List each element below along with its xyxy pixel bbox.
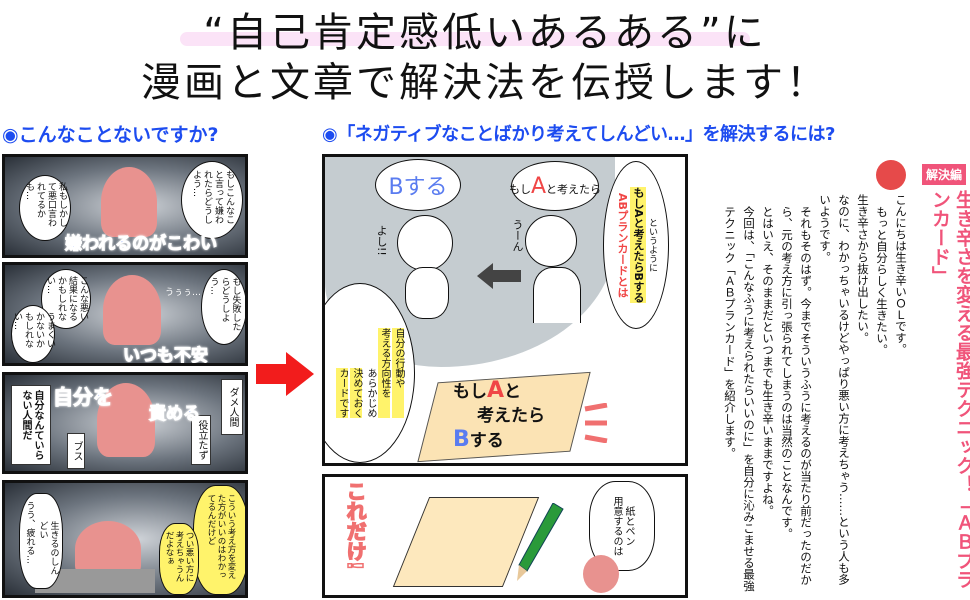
sfx-text: 自分を <box>53 385 114 410</box>
speech-bubble: こういう考え方を変えた方がいいのはわかってるんだけど <box>193 485 245 595</box>
label-box: ダメ人間 <box>221 379 243 435</box>
article-body: こんにちは生き辛いＯＬです。 もっと自分らしく生きたい。 生き辛さから抜け出した… <box>723 194 908 592</box>
speech-bubble: 私もしかして悪口言われてるかも… <box>19 175 71 241</box>
label-box: ブス <box>67 433 85 469</box>
page-title-line2: 漫画と文章で解決法を伝授します！ <box>141 60 829 106</box>
girl-figure <box>75 521 141 577</box>
girl-figure <box>101 167 157 237</box>
yoshi-text: よし!! <box>375 225 388 256</box>
girl-avatar <box>583 555 619 593</box>
main-manga-panel: Bする もしAと考えたら よし!! うーん ABプランカードとは もしAと考えた… <box>322 154 688 466</box>
red-arrow-icon <box>256 352 314 396</box>
label-box: 役立たず <box>191 415 211 465</box>
speech-bubble: もしこんなこと言って嫌われたらどうしよう… <box>181 161 243 239</box>
sfx-text: 嫌われるのがこわい <box>64 234 218 255</box>
solution-badge: 解決編 <box>922 164 967 185</box>
author-avatar <box>876 160 906 190</box>
speech-bubble: うまくいかないかもしれない… <box>11 305 55 363</box>
label-box: 自分なんていらない人間だ <box>11 385 51 465</box>
left-heading: ◉こんなことないですか? <box>2 124 219 146</box>
sfx-text: いつも不安 <box>123 346 209 366</box>
pencil-icon <box>517 503 564 581</box>
definition-bubble: ABプランカードとは もしAと考えたらBする というように <box>603 161 669 329</box>
stick-figure-head <box>525 215 577 267</box>
article-title: 生き辛さを変える最強テクニック！「ＡＢプランカード」 <box>929 190 970 589</box>
stick-figure-head <box>397 215 453 271</box>
sfx-text: これだけ! <box>342 480 368 571</box>
emphasis-lines-icon <box>584 403 608 443</box>
thought-bubble-a: もしAと考えたら <box>509 161 601 211</box>
speech-bubble-b: Bする <box>375 159 461 211</box>
speech-bubble: もし失敗したらどうしよう… <box>201 269 245 345</box>
manga-panel-2: こんな悪い結果になるかもしれない… うまくいかないかもしれない… もし失敗したら… <box>2 262 248 366</box>
left-arrow-icon <box>477 263 521 289</box>
right-heading: ◉「ネガティブなことばかり考えてしんどい…」を解決するには? <box>322 124 836 145</box>
speech-bubble: うう、疲れる…生きるのしんどい <box>19 493 63 589</box>
card-text: もしAと 考えたら Bする <box>453 378 545 452</box>
girl-figure <box>97 383 155 457</box>
sub-manga-panel: これだけ! 用意するのは紙とペン <box>322 474 688 598</box>
un-text: うーん <box>511 219 524 252</box>
page-title-line1: “自己肯定感低いあるある”に <box>203 10 767 56</box>
explanation-bubble: 自分の行動や 考える方向性を あらかじめ 決めておく カードです <box>325 283 415 463</box>
sfx-text: 責める <box>149 404 201 425</box>
title-highlight <box>180 32 750 46</box>
manga-panel-3: 自分なんていらない人間だ ブス 役立たず ダメ人間 自分を 責める <box>2 372 248 474</box>
girl-figure <box>103 275 161 345</box>
stick-figure-body <box>533 267 581 323</box>
speech-bubble: つい悪い方に考えちゃうんだよなぁ <box>159 523 199 595</box>
manga-panel-4: うう、疲れる…生きるのしんどい こういう考え方を変えた方がいいのはわかってるんだ… <box>2 480 248 598</box>
manga-panel-1: 私もしかして悪口言われてるかも… もしこんなこと言って嫌われたらどうしよう… 嫌… <box>2 154 248 258</box>
stick-figure-body <box>405 267 449 319</box>
murmur-text: うぅぅ… <box>165 288 202 298</box>
